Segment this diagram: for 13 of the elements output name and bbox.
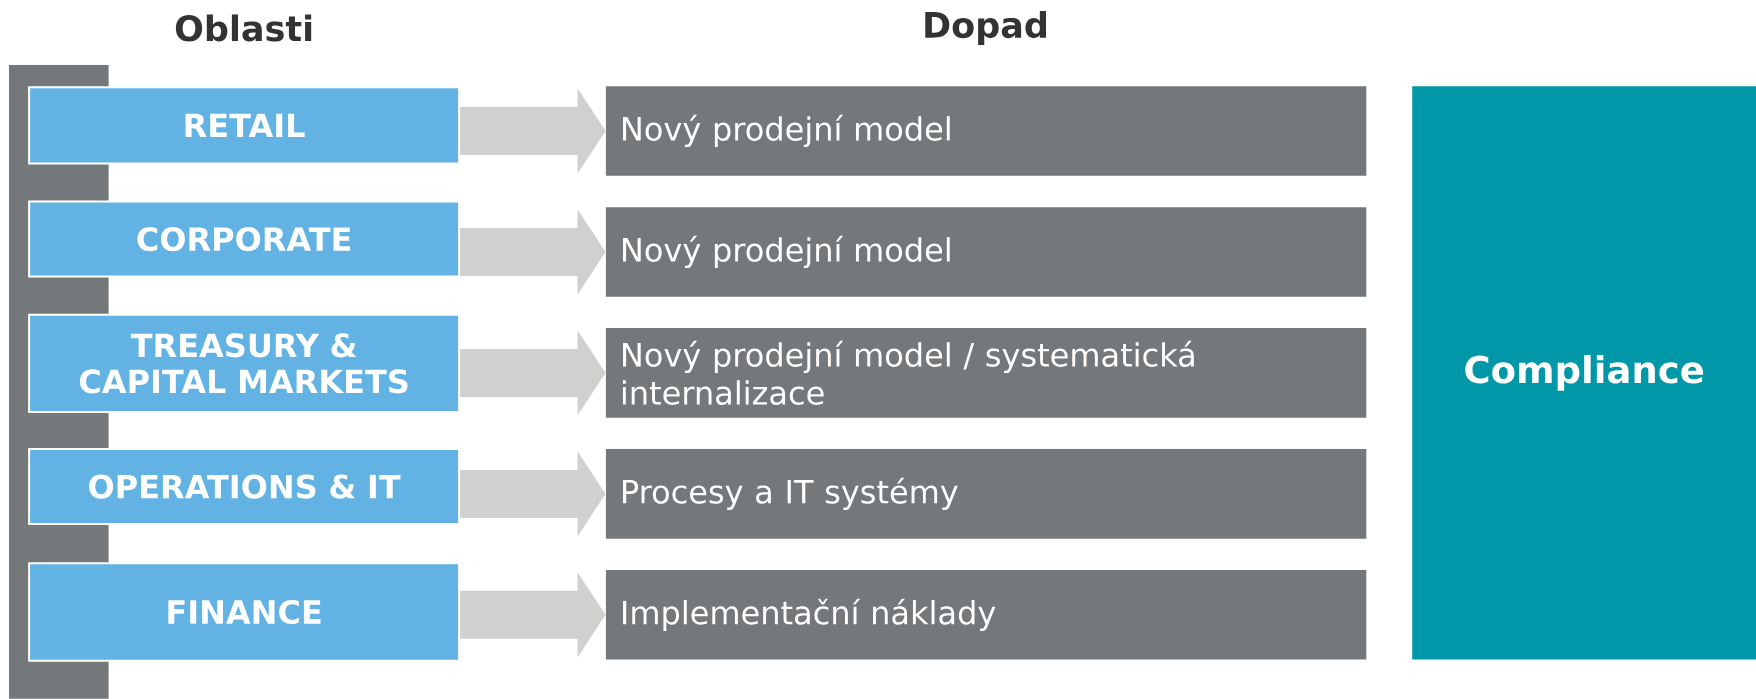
area-box: OPERATIONS & IT <box>28 448 461 526</box>
impact-box: Nový prodejní model <box>605 86 1367 176</box>
area-box: RETAIL <box>28 86 461 165</box>
impact-box: Procesy a IT systémy <box>605 449 1367 539</box>
impact-box: Implementační náklady <box>605 570 1367 660</box>
impact-box: Nový prodejní model / systematická internalizace <box>605 328 1367 418</box>
area-box: CORPORATE <box>28 200 461 278</box>
impact-box: Nový prodejní model <box>605 207 1367 297</box>
area-box: FINANCE <box>28 562 461 662</box>
area-box: TREASURY & CAPITAL MARKETS <box>28 313 461 414</box>
compliance-box: Compliance <box>1412 86 1756 660</box>
column-heading: Dopad <box>925 11 1046 45</box>
column-heading: Oblasti <box>175 14 312 42</box>
